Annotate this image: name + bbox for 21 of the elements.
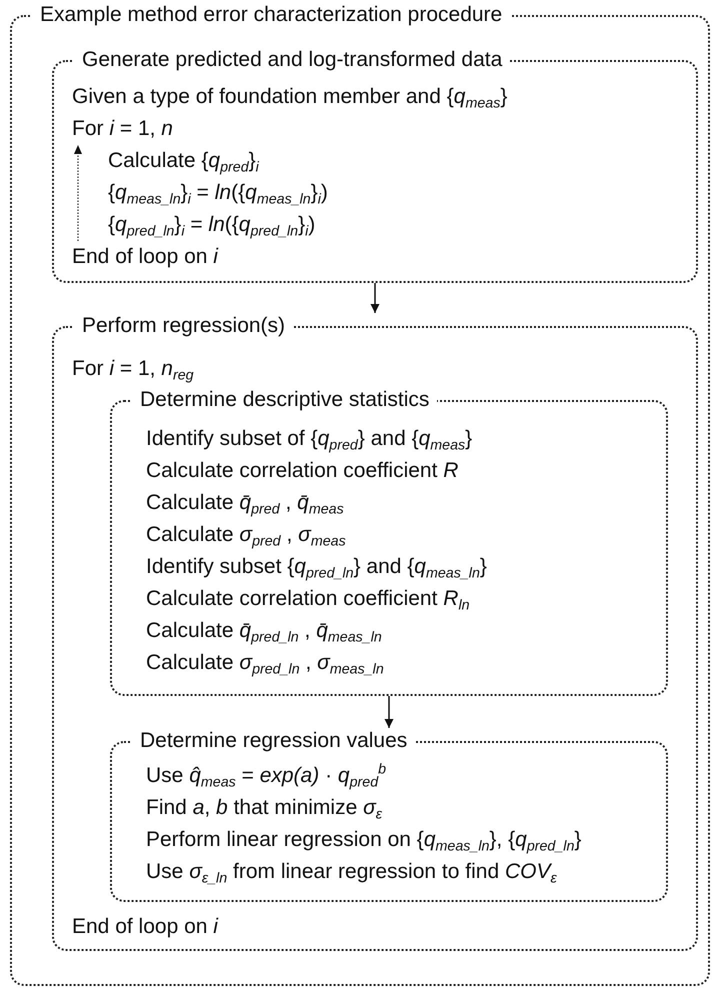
step-text: End of loop on i xyxy=(72,914,218,940)
step-text: {q$_{pred_ln}$}$_{i}$ = ln({q$_{pred_ln}$}$_{i}$) xyxy=(108,212,316,239)
step-text: Given a type of foundation member and {q$_{meas}$} xyxy=(72,84,508,111)
step-text: Calculate {q$_{pred}$}$_{i}$ xyxy=(108,148,259,175)
step-text: {q$_{meas_ln}$}$_{i}$ = ln({q$_{meas_ln}$}$_{i}$) xyxy=(108,180,328,207)
step-text: Identify subset {q$_{pred_ln}$} and {q$_{meas_ln}$} xyxy=(146,554,487,581)
step-text: Calculate q̄$_{pred}$ , q̄$_{meas}$ xyxy=(146,490,344,517)
step-text: Calculate correlation coefficient R xyxy=(146,458,458,484)
step-text: Calculate σ$_{pred_ln}$ , σ$_{meas_ln}$ xyxy=(146,650,384,677)
step-text: Find a, b that minimize σ$_{ε}$ xyxy=(146,795,382,822)
step-text: Identify subset of {q$_{pred}$} and {q$_{meas}$} xyxy=(146,426,472,453)
step-text: End of loop on i xyxy=(72,244,218,270)
step-text: For i = 1, n$_{reg}$ xyxy=(72,356,194,383)
arrow xyxy=(370,283,380,313)
step-text: Calculate correlation coefficient R$_{ln}$ xyxy=(146,586,470,613)
step-text: Calculate σ$_{pred}$ , σ$_{meas}$ xyxy=(146,522,346,549)
step-text: Perform linear regression on {q$_{meas_ln}$}, {q$_{pred_ln}$} xyxy=(146,827,582,854)
step-text: Calculate q̄$_{pred_ln}$ , q̄$_{meas_ln}$ xyxy=(146,618,382,645)
step-text: Use σ$_{ε_ln}$ from linear regression to find COV$_{ε}$ xyxy=(146,859,557,886)
arrow xyxy=(384,696,394,728)
step-text: For i = 1, n xyxy=(72,116,173,142)
